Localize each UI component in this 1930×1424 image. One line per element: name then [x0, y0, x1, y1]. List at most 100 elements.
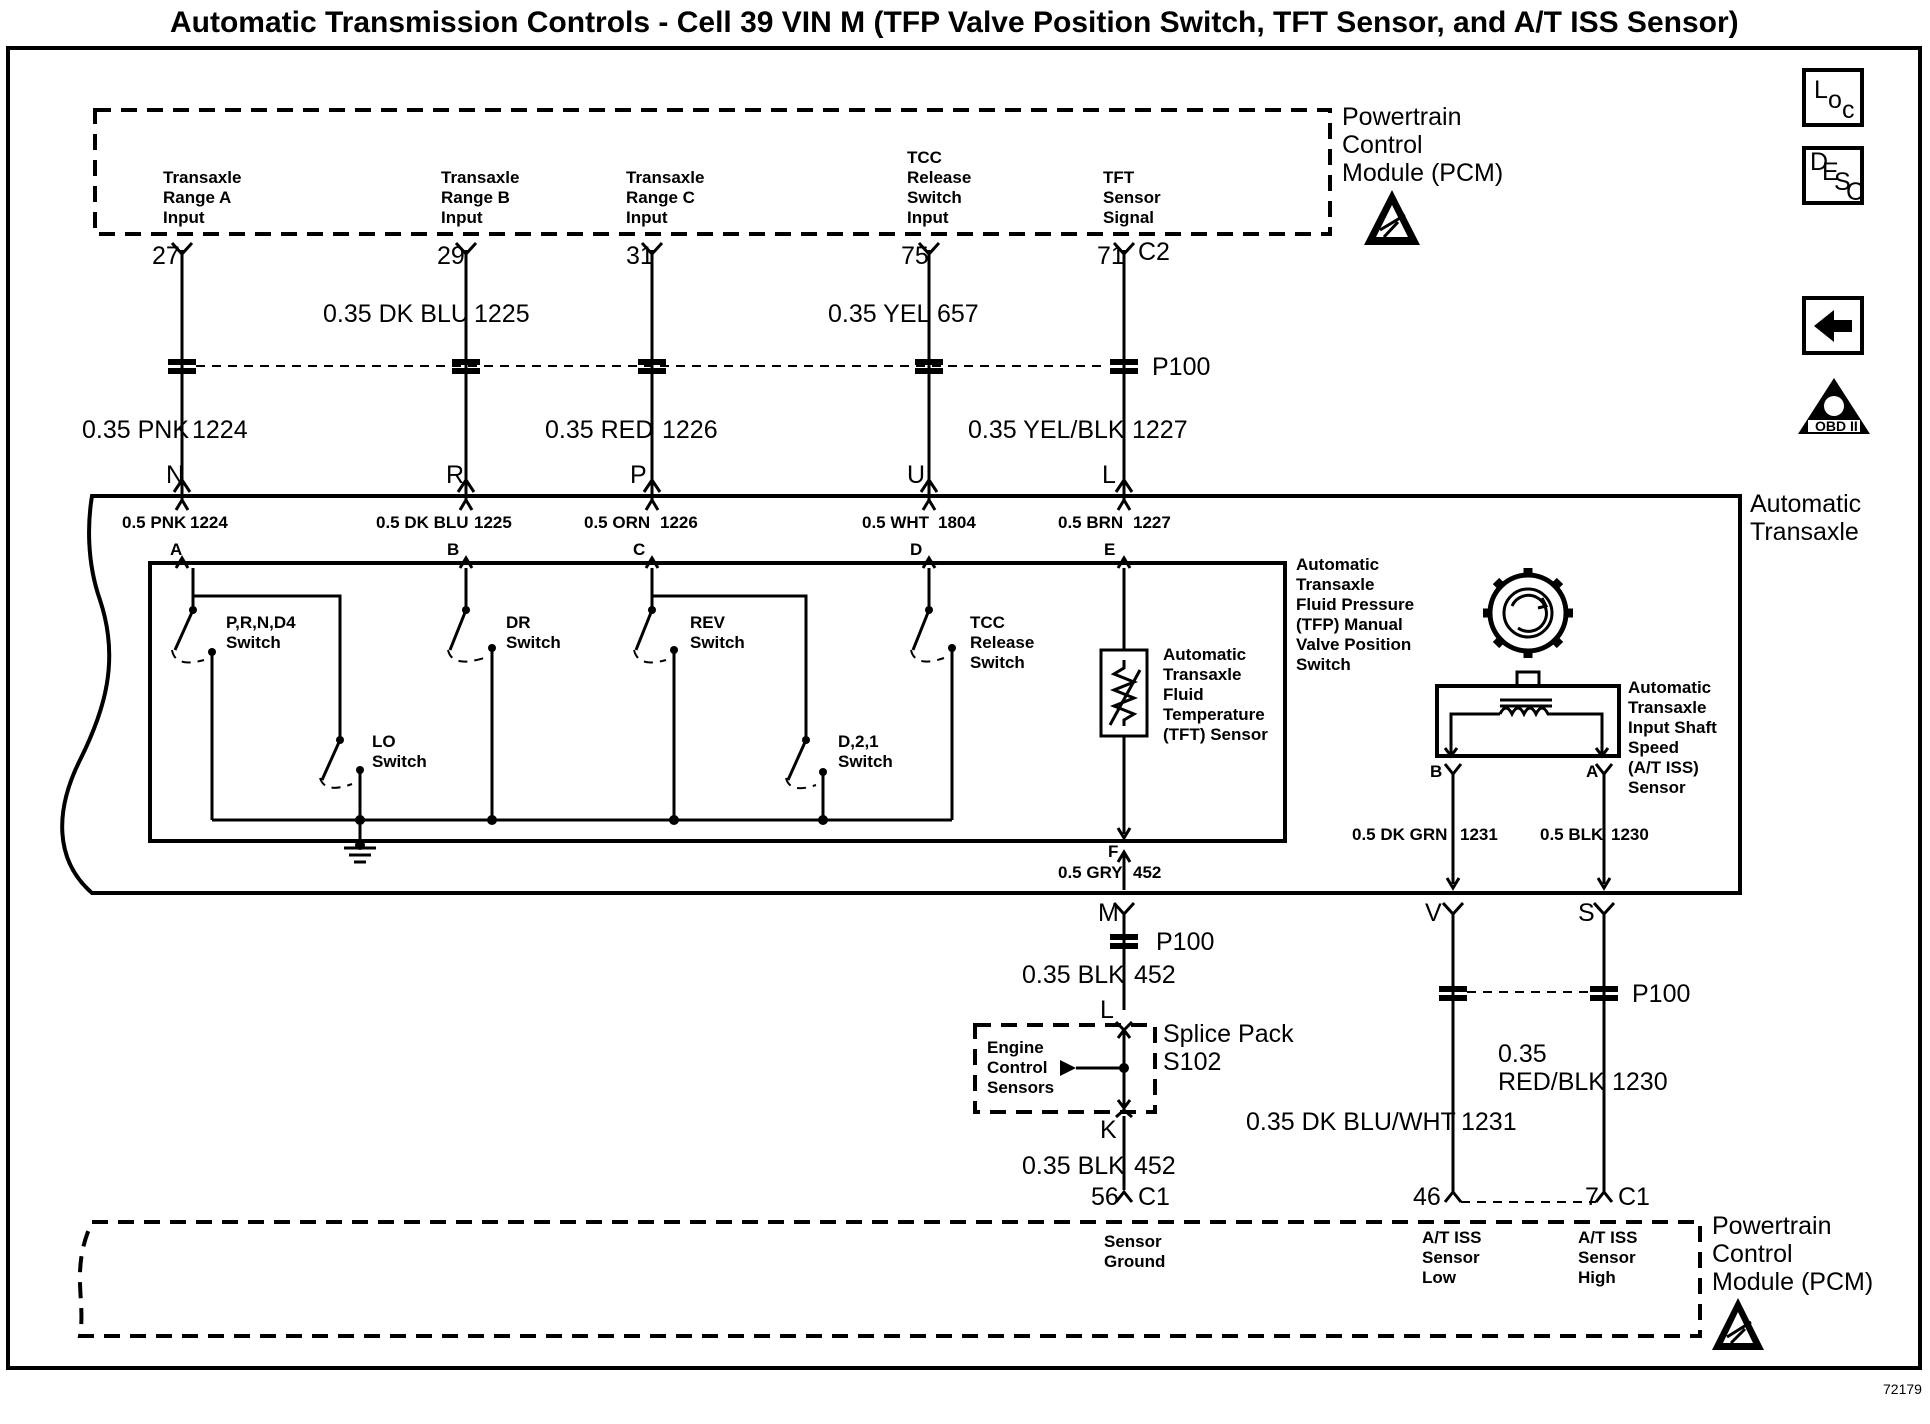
pcm-top-label: Powertrain Control Module (PCM) [1342, 103, 1503, 187]
pin-7: 7 [1585, 1183, 1599, 1211]
svg-text:Signal: Signal [1103, 208, 1154, 227]
splice-pack-box [973, 1023, 1157, 1114]
svg-text:TCC: TCC [907, 148, 942, 167]
svg-text:1226: 1226 [660, 513, 698, 532]
svg-text:0.5 BRN: 0.5 BRN [1058, 513, 1123, 532]
svg-text:OBD II: OBD II [1815, 418, 1858, 434]
p100-label-ground: P100 [1156, 928, 1214, 956]
iss-wires [1443, 763, 1614, 891]
svg-text:Powertrain: Powertrain [1712, 1212, 1832, 1240]
svg-text:1225: 1225 [474, 513, 512, 532]
svg-text:P,R,N,D4: P,R,N,D4 [226, 613, 296, 632]
wire-label-dk-grn: 0.5 DK GRN [1352, 825, 1447, 844]
svg-text:0.5 PNK: 0.5 PNK [122, 513, 187, 532]
inner-wire-labels: 0.5 PNK 1224 0.5 DK BLU 1225 0.5 ORN 122… [122, 513, 1171, 532]
svg-text:S: S [1834, 168, 1851, 196]
svg-text:Switch: Switch [226, 633, 281, 652]
svg-text:B: B [447, 540, 459, 559]
circuit-452-upper: 452 [1134, 961, 1176, 989]
svg-text:Switch: Switch [838, 752, 893, 771]
p100-connector-marks [168, 359, 1138, 374]
wire-label-dk-blu-1225: 0.35 DK BLU [323, 300, 469, 328]
svg-text:Automatic: Automatic [1296, 555, 1379, 574]
loc-icon[interactable]: L o c [1802, 68, 1864, 127]
circuit-657: 657 [937, 300, 979, 328]
circuit-1230-lower: 1230 [1612, 1068, 1668, 1096]
svg-text:Engine: Engine [987, 1038, 1044, 1057]
obd-ii-icon[interactable]: OBD II [1798, 378, 1870, 434]
svg-text:D,2,1: D,2,1 [838, 732, 879, 751]
svg-text:C: C [1846, 178, 1864, 206]
switch-tcc-release: TCC Release Switch [970, 613, 1034, 672]
splice-pack-label: Splice Pack S102 [1163, 1020, 1294, 1076]
pin-u: U [907, 461, 925, 489]
splice-pin-l: L [1100, 996, 1114, 1024]
svg-text:Transaxle: Transaxle [1296, 575, 1374, 594]
pcm-input-tcc-release: TCC Release Switch Input [907, 148, 971, 227]
desc-icon[interactable]: D E S C [1802, 146, 1864, 206]
circuit-1226: 1226 [662, 416, 718, 444]
inner-pin-letters: A B C D E [170, 540, 1115, 559]
svg-text:Sensor: Sensor [1103, 188, 1161, 207]
inner-connector-arrows [174, 497, 1132, 569]
wire-label-red-blk-1: 0.35 [1498, 1040, 1547, 1068]
svg-text:Input Shaft: Input Shaft [1628, 718, 1717, 737]
pin-46: 46 [1413, 1183, 1441, 1211]
circuit-1230-inner: 1230 [1611, 825, 1649, 844]
diagram-title: Automatic Transmission Controls - Cell 3… [170, 6, 1739, 39]
svg-text:Control: Control [987, 1058, 1047, 1077]
svg-text:TFT: TFT [1103, 168, 1135, 187]
iss-sensor-symbol [1435, 670, 1621, 759]
wire-label-dk-blu-wht: 0.35 DK BLU/WHT [1246, 1108, 1456, 1136]
svg-text:Sensor: Sensor [1422, 1248, 1480, 1267]
svg-text:Range C: Range C [626, 188, 695, 207]
splice-symbol [1060, 1020, 1134, 1119]
svg-text:Ground: Ground [1104, 1252, 1165, 1271]
splice-inner-label: Engine Control Sensors [987, 1038, 1054, 1097]
svg-text:Module (PCM): Module (PCM) [1712, 1268, 1873, 1296]
svg-text:Transaxle: Transaxle [626, 168, 704, 187]
pcm-input-tft-signal: TFT Sensor Signal [1103, 168, 1161, 227]
iss-pin-a: A [1586, 762, 1598, 781]
wire-label-blk-452-lower: 0.35 BLK [1022, 1152, 1125, 1180]
wire-label-yel-657: 0.35 YEL [828, 300, 931, 328]
svg-text:Transaxle: Transaxle [1163, 665, 1241, 684]
svg-text:Sensor: Sensor [1104, 1232, 1162, 1251]
gear-icon [1483, 568, 1573, 658]
iss-sensor-label: Automatic Transaxle Input Shaft Speed (A… [1628, 678, 1717, 797]
svg-text:0.5 DK BLU: 0.5 DK BLU [376, 513, 469, 532]
lower-wires [1122, 914, 1606, 1194]
wire-label-gry: 0.5 GRY [1058, 863, 1123, 882]
svg-text:0.5 WHT: 0.5 WHT [862, 513, 930, 532]
svg-text:1227: 1227 [1133, 513, 1171, 532]
tfp-switch-label: Automatic Transaxle Fluid Pressure (TFP)… [1296, 555, 1414, 674]
svg-text:Switch: Switch [506, 633, 561, 652]
pin-v: V [1425, 899, 1442, 927]
svg-text:Sensor: Sensor [1628, 778, 1686, 797]
transaxle-label: Automatic Transaxle [1750, 490, 1861, 546]
pin-p: P [630, 461, 647, 489]
connector-c1-right: C1 [1618, 1183, 1650, 1211]
wire-column-2 [454, 241, 478, 500]
svg-text:Powertrain: Powertrain [1342, 103, 1462, 131]
outer-frame [6, 46, 1922, 1370]
pin-31: 31 [626, 242, 654, 270]
svg-text:(TFT) Sensor: (TFT) Sensor [1163, 725, 1268, 744]
svg-text:Release: Release [907, 168, 971, 187]
connector-c2: C2 [1138, 238, 1170, 266]
svg-text:Input: Input [163, 208, 205, 227]
svg-text:Control: Control [1342, 131, 1423, 159]
pin-75: 75 [901, 242, 929, 270]
svg-text:(TFP) Manual: (TFP) Manual [1296, 615, 1403, 634]
pcm-input-range-a: Transaxle Range A Input [163, 168, 241, 227]
svg-text:Switch: Switch [690, 633, 745, 652]
transaxle-housing [60, 494, 1742, 895]
svg-text:Control: Control [1712, 1240, 1793, 1268]
back-arrow-icon[interactable] [1802, 296, 1864, 355]
svg-text:Automatic: Automatic [1750, 490, 1861, 518]
svg-text:o: o [1828, 86, 1842, 114]
svg-text:Low: Low [1422, 1268, 1457, 1287]
pcm-bottom-input-iss-high: A/T ISS Sensor High [1578, 1228, 1638, 1287]
svg-text:Input: Input [907, 208, 949, 227]
switch-prnd4: P,R,N,D4 Switch [226, 613, 296, 652]
